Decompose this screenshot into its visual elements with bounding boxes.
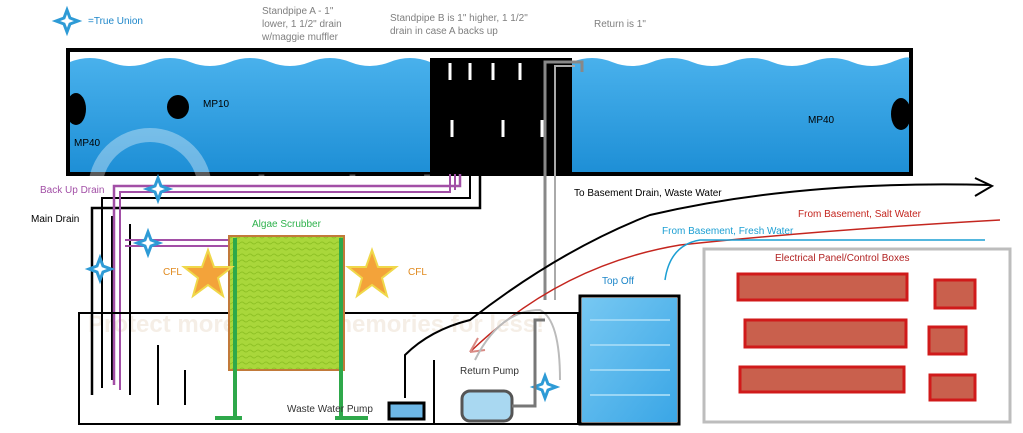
return-pump bbox=[460, 389, 514, 423]
algae-scrubber-label: Algae Scrubber bbox=[252, 219, 322, 230]
standpipe-a-note-line1: Standpipe A - 1" bbox=[262, 6, 334, 17]
to-basement-drain-label: To Basement Drain, Waste Water bbox=[574, 188, 722, 199]
legend: =True Union bbox=[51, 5, 143, 37]
control-box bbox=[928, 373, 977, 402]
cfl-lights bbox=[181, 246, 399, 299]
waste-water-pump-label: Waste Water Pump bbox=[287, 404, 373, 415]
standpipe-a-note-line2: lower, 1 1/2" drain bbox=[262, 19, 342, 30]
waste-water-line bbox=[404, 183, 991, 398]
cfl-left-label: CFL bbox=[163, 267, 182, 278]
main-drain-label: Main Drain bbox=[31, 214, 79, 225]
electrical-panel-label: Electrical Panel/Control Boxes bbox=[775, 253, 910, 264]
return-pump-line bbox=[474, 308, 561, 381]
from-basement-salt-label: From Basement, Salt Water bbox=[798, 209, 922, 220]
standpipe-slits bbox=[448, 63, 544, 137]
mp40-left-pump bbox=[66, 93, 86, 125]
true-union-icon bbox=[529, 371, 561, 403]
return-line-top bbox=[543, 60, 584, 300]
basement-lines bbox=[404, 177, 1001, 398]
display-tank: MP10 MP40 MP40 bbox=[66, 48, 913, 300]
drain-plumbing bbox=[90, 174, 482, 395]
overflow-box bbox=[430, 58, 572, 174]
mp10-pump bbox=[167, 95, 189, 119]
mp40-right-pump bbox=[891, 98, 911, 130]
top-off-label: Top Off bbox=[602, 276, 634, 287]
watermark-line1: photobucket bbox=[230, 167, 482, 214]
control-box bbox=[933, 278, 977, 310]
tank-water-right bbox=[572, 57, 910, 172]
legend-label: =True Union bbox=[88, 16, 143, 27]
cfl-right-label: CFL bbox=[408, 267, 427, 278]
true-union-icon bbox=[132, 227, 164, 259]
salt-water-line bbox=[469, 219, 1001, 353]
standpipe-b-note-line1: Standpipe B is 1" higher, 1 1/2" bbox=[390, 13, 528, 24]
control-box bbox=[927, 325, 968, 356]
control-box bbox=[743, 318, 908, 349]
standpipe-b-note-line2: drain in case A backs up bbox=[390, 26, 498, 37]
back-up-drain-label: Back Up Drain bbox=[40, 185, 104, 196]
true-union-icon bbox=[84, 253, 116, 285]
algae-scrubber bbox=[215, 235, 368, 420]
mp40-left-label: MP40 bbox=[74, 138, 101, 149]
from-basement-fresh-label: From Basement, Fresh Water bbox=[662, 226, 794, 237]
top-off-reservoir bbox=[582, 298, 677, 422]
cfl-right-star-icon bbox=[345, 246, 399, 299]
return-pump-label: Return Pump bbox=[460, 366, 519, 377]
mp40-right-label: MP40 bbox=[808, 115, 835, 126]
cfl-left-star-icon bbox=[181, 246, 235, 299]
control-box bbox=[736, 272, 909, 302]
mp10-label: MP10 bbox=[203, 99, 230, 110]
electrical-panel bbox=[702, 247, 1012, 424]
photobucket-watermark: photobucket Protect more of your memorie… bbox=[88, 128, 544, 338]
standpipe-a-note-line3: w/maggie muffler bbox=[261, 32, 339, 43]
control-box bbox=[738, 365, 906, 394]
tank-water bbox=[70, 58, 430, 172]
true-union-legend-icon bbox=[51, 5, 83, 37]
true-union-icons bbox=[84, 173, 561, 403]
top-notes: Standpipe A - 1" lower, 1 1/2" drain w/m… bbox=[261, 6, 646, 43]
waste-water-pump bbox=[387, 401, 426, 421]
fresh-water-line bbox=[664, 239, 985, 281]
return-note: Return is 1" bbox=[594, 19, 646, 30]
true-union-icon bbox=[142, 173, 174, 205]
